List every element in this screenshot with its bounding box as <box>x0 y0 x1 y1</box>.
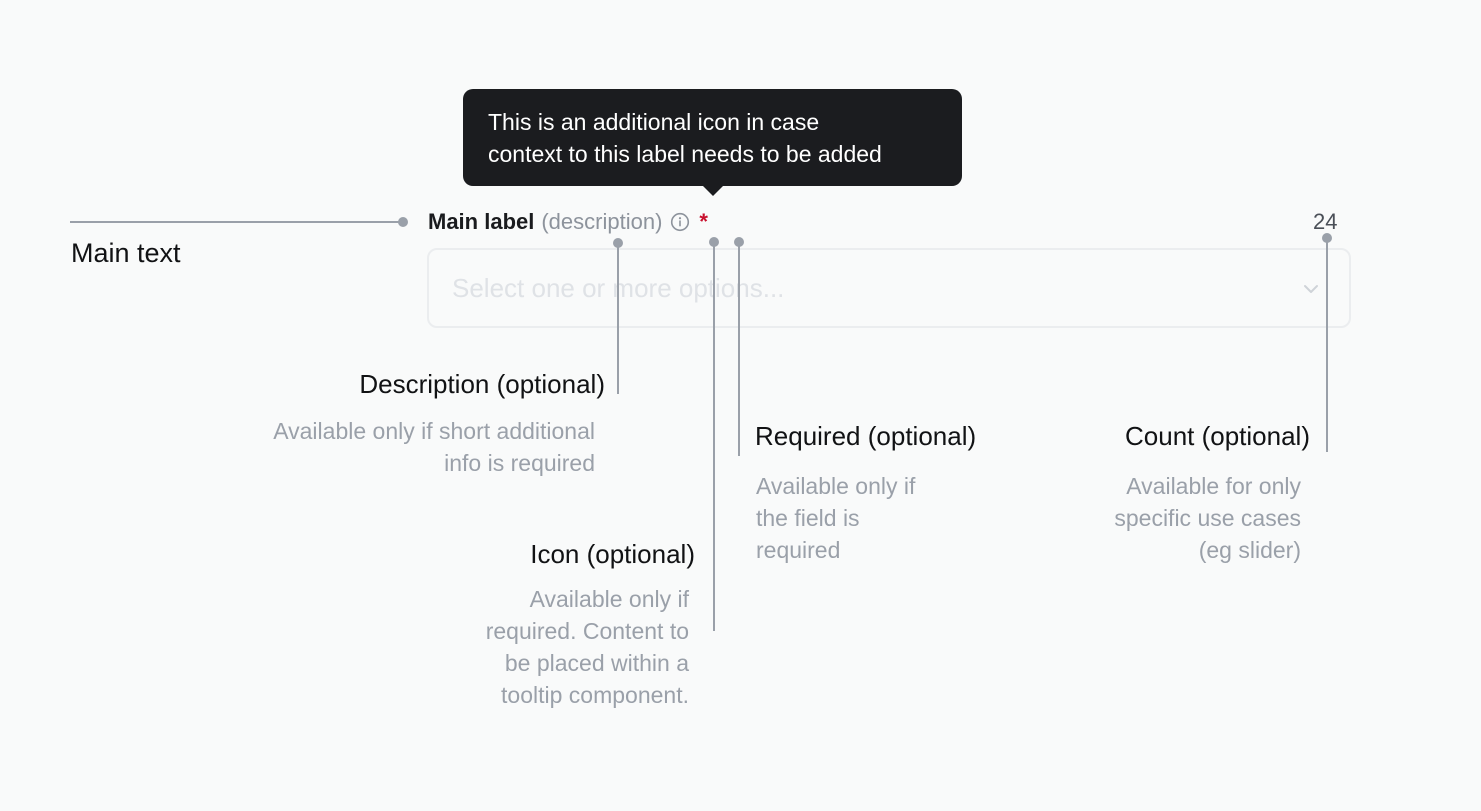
field-count: 24 <box>1313 209 1338 234</box>
tooltip-text-line-1: This is an additional icon in case <box>488 109 820 135</box>
label-description: (description) <box>541 209 663 234</box>
tooltip-arrow <box>702 185 724 196</box>
required-annotation-body: Available only if the field is required <box>756 473 916 563</box>
description-annotation-title: Description (optional) <box>359 369 605 399</box>
count-annotation-title: Count (optional) <box>1125 421 1310 451</box>
description-annotation-body: Available only if short additional info … <box>273 418 595 476</box>
count-annotation-body: Available for only specific use cases (e… <box>1114 473 1301 563</box>
required-asterisk: * <box>699 209 708 234</box>
info-circle-icon[interactable] <box>670 212 690 232</box>
tooltip-text-line-2: context to this label needs to be added <box>488 141 882 167</box>
icon-annotation-body: Available only if required. Content to b… <box>485 586 689 708</box>
chevron-down-icon[interactable] <box>1301 279 1321 299</box>
main-label: Main label <box>428 209 535 234</box>
icon-leader-line <box>713 242 715 631</box>
main-text-annotation-title: Main text <box>71 238 181 268</box>
count-leader-line <box>1326 238 1328 452</box>
tooltip: This is an additional icon in case conte… <box>463 89 962 186</box>
required-annotation-title: Required (optional) <box>755 421 977 451</box>
required-leader-line <box>738 242 740 456</box>
multi-select-field[interactable]: Select one or more options... <box>427 248 1351 328</box>
main-text-leader-dot <box>398 217 408 227</box>
description-leader-line <box>617 243 619 394</box>
main-text-leader-line <box>70 221 404 223</box>
icon-annotation-title: Icon (optional) <box>530 539 695 569</box>
field-label-row: Main label (description) * <box>428 206 708 238</box>
